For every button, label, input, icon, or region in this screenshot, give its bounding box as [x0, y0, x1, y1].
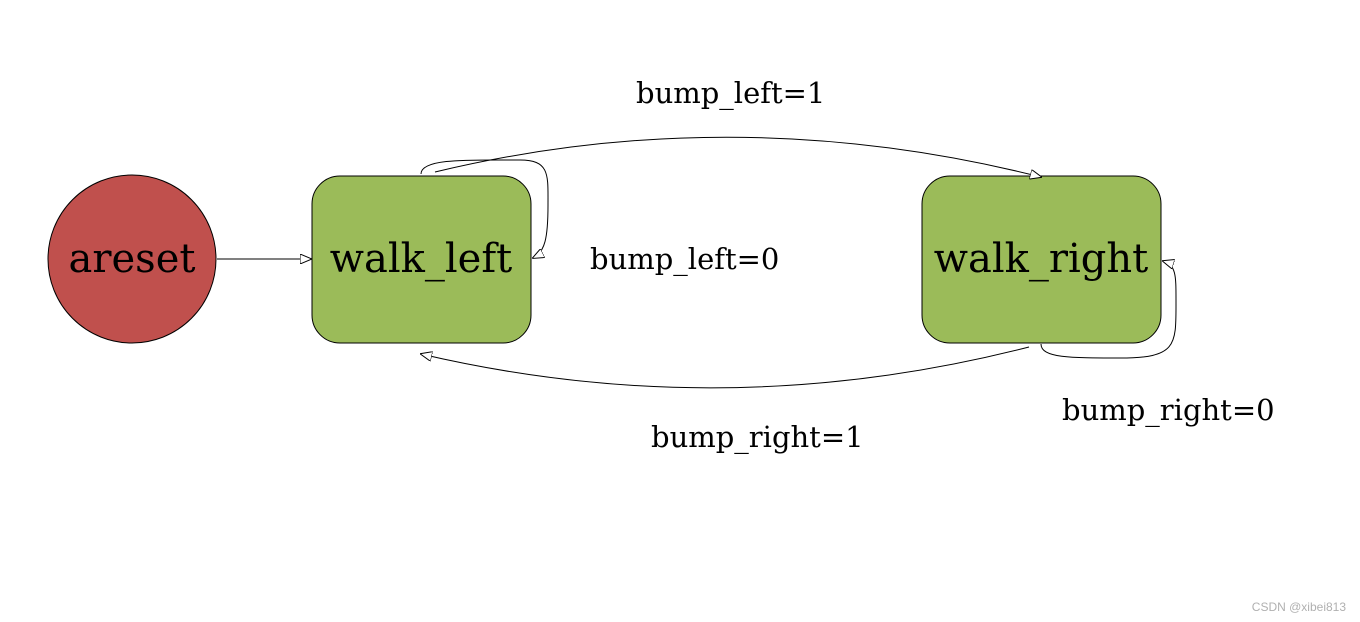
state-walk-left-label: walk_left: [330, 236, 512, 282]
state-areset-shape: [47, 174, 217, 344]
transition-left-self-label: bump_left=0: [590, 242, 779, 277]
transition-left-self-arrow: [420, 159, 549, 258]
state-walk-right[interactable]: walk_right: [921, 175, 1162, 344]
transition-right-self-label: bump_right=0: [1062, 393, 1275, 428]
transition-right-to-left-arrow: [421, 346, 1030, 389]
watermark-text: CSDN @xibei813: [1251, 600, 1346, 614]
transition-right-self-arrow: [1040, 261, 1177, 359]
transition-right-to-left-label: bump_right=1: [651, 420, 864, 455]
transition-left-to-right-arrow: [434, 136, 1041, 177]
state-areset[interactable]: areset: [47, 174, 217, 344]
state-walk-left[interactable]: walk_left: [311, 175, 532, 344]
state-walk-right-label: walk_right: [934, 236, 1148, 282]
state-areset-label: areset: [69, 236, 196, 282]
state-walk-left-shape: [311, 175, 532, 344]
transition-left-to-right-label: bump_left=1: [636, 76, 825, 111]
